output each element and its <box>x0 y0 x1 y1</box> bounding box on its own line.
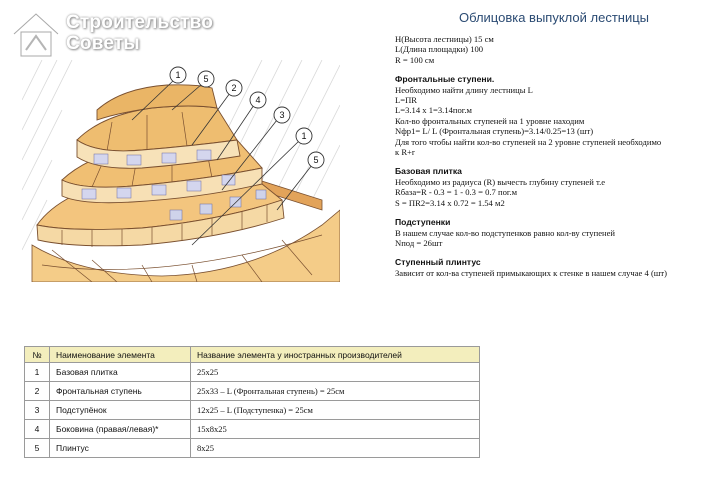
row-number: 1 <box>24 362 50 382</box>
section-line: Необходимо из радиуса (R) вычесть глубин… <box>395 176 606 187</box>
section-line: Nфр1= L/ L (Фронтальная ступень)=3.14/0.… <box>395 126 594 137</box>
column-header-foreign: Название элемента у иностранных производ… <box>190 346 480 363</box>
section-line: Зависит от кол-ва ступеней примыкающих к… <box>395 267 668 278</box>
callout-1: 1 <box>175 70 180 80</box>
row-number: 2 <box>24 381 50 401</box>
column-header-name: Наименование элемента <box>49 346 191 363</box>
section-heading-front-steps: Фронтальные ступени. <box>395 74 495 85</box>
logo-line-2: Советы <box>66 33 140 54</box>
callout-4: 4 <box>255 95 260 105</box>
section-heading-plinth: Ступенный плинтус <box>395 257 481 268</box>
table-row: 5 Плинтус 8x25 <box>24 438 480 458</box>
row-name: Боковина (правая/левая)* <box>49 419 191 439</box>
table-row: 1 Базовая плитка 25x25 <box>24 362 480 382</box>
callout-5: 3 <box>279 110 284 120</box>
param-height: H(Высота лестницы) 15 см <box>395 34 494 44</box>
callout-6: 1 <box>301 131 306 141</box>
section-line: Rбаза=R - 0.3 = 1 - 0.3 = 0.7 пог.м <box>395 187 518 198</box>
row-name: Подступёнок <box>49 400 191 420</box>
house-logo-icon <box>12 11 60 57</box>
table-row: 4 Боковина (правая/левая)* 15x8x25 <box>24 419 480 439</box>
callout-2: 5 <box>203 74 208 84</box>
row-foreign: 15x8x25 <box>190 419 480 439</box>
logo-text: Строительство Советы <box>66 12 213 54</box>
section-line: к R+r <box>395 147 415 158</box>
row-foreign: 8x25 <box>190 438 480 458</box>
section-line: Nпод = 26шт <box>395 237 443 248</box>
section-line: В нашем случае кол-во подступенков равно… <box>395 227 616 238</box>
logo-line-1: Строительство <box>66 12 214 33</box>
section-heading-base-tile: Базовая плитка <box>395 166 462 177</box>
row-name: Плинтус <box>49 438 191 458</box>
column-header-number: № <box>24 346 50 363</box>
callout-3: 2 <box>231 83 236 93</box>
param-length: L(Длина площадки) 100 <box>395 44 484 55</box>
site-logo[interactable]: Строительство Советы <box>6 8 216 60</box>
section-line: Для того чтобы найти кол-во ступеней на … <box>395 136 662 147</box>
row-number: 3 <box>24 400 50 420</box>
row-number: 5 <box>24 438 50 458</box>
section-line: S = ПR2=3.14 x 0.72 = 1.54 м2 <box>395 197 505 208</box>
row-number: 4 <box>24 419 50 439</box>
section-line: Необходимо найти длину лестницы L <box>395 84 533 95</box>
row-foreign: 25x25 <box>190 362 480 382</box>
section-line: L=3.14 x 1=3.14пог.м <box>395 105 472 116</box>
elements-table: № Наименование элемента Название элемент… <box>24 346 480 458</box>
param-radius: R = 100 см <box>395 54 435 65</box>
row-foreign: 12x25 – L (Подступенка) = 25см <box>190 400 480 420</box>
table-row: 2 Фронтальная ступень 25x33 – L (Фронтал… <box>24 381 480 401</box>
table-row: 3 Подступёнок 12x25 – L (Подступенка) = … <box>24 400 480 420</box>
page-title: Облицовка выпуклой лестницы <box>458 10 650 25</box>
row-name: Базовая плитка <box>49 362 191 382</box>
callout-7: 5 <box>313 155 318 165</box>
calculation-text: H(Высота лестницы) 15 см L(Длина площадк… <box>395 34 725 278</box>
section-heading-risers: Подступенки <box>395 217 451 228</box>
section-line: L=ПR <box>395 95 418 106</box>
row-foreign: 25x33 – L (Фронтальная ступень) = 25см <box>190 381 480 401</box>
row-name: Фронтальная ступень <box>49 381 191 401</box>
table-header-row: № Наименование элемента Название элемент… <box>24 346 480 363</box>
section-line: Кол-во фронтальных ступеней на 1 уровне … <box>395 115 585 126</box>
staircase-illustration: 1 5 2 4 3 1 5 <box>22 60 340 282</box>
